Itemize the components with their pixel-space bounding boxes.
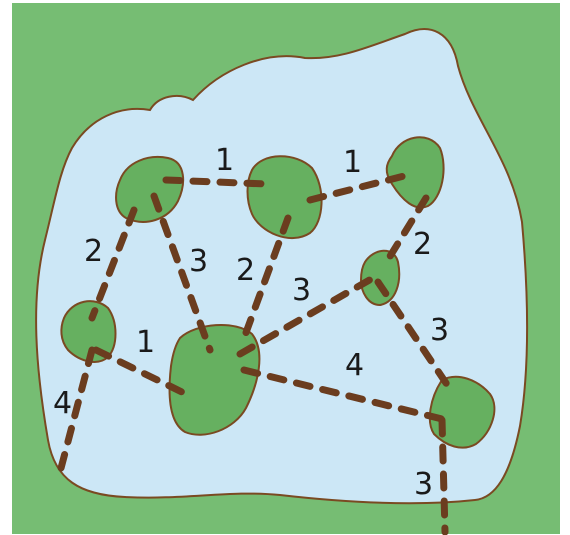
bridge-label-a-d: 2	[84, 234, 103, 269]
bridge-label-a-b: 1	[215, 143, 234, 178]
bridge-label-d-shore: 4	[53, 386, 72, 421]
bridge-label-c-e: 2	[413, 227, 432, 262]
bridge-label-f-e: 3	[292, 273, 311, 308]
bridge-label-b-f: 2	[236, 253, 255, 288]
bridge-label-f-g: 4	[345, 348, 364, 383]
island-g	[430, 377, 495, 448]
bridge-label-b-c: 1	[343, 145, 362, 180]
bridge-label-e-g: 3	[430, 313, 449, 348]
bridge-label-d-f: 1	[136, 325, 155, 360]
bridge-label-a-f: 3	[189, 244, 208, 279]
bridge-label-g-shore: 3	[414, 467, 433, 502]
